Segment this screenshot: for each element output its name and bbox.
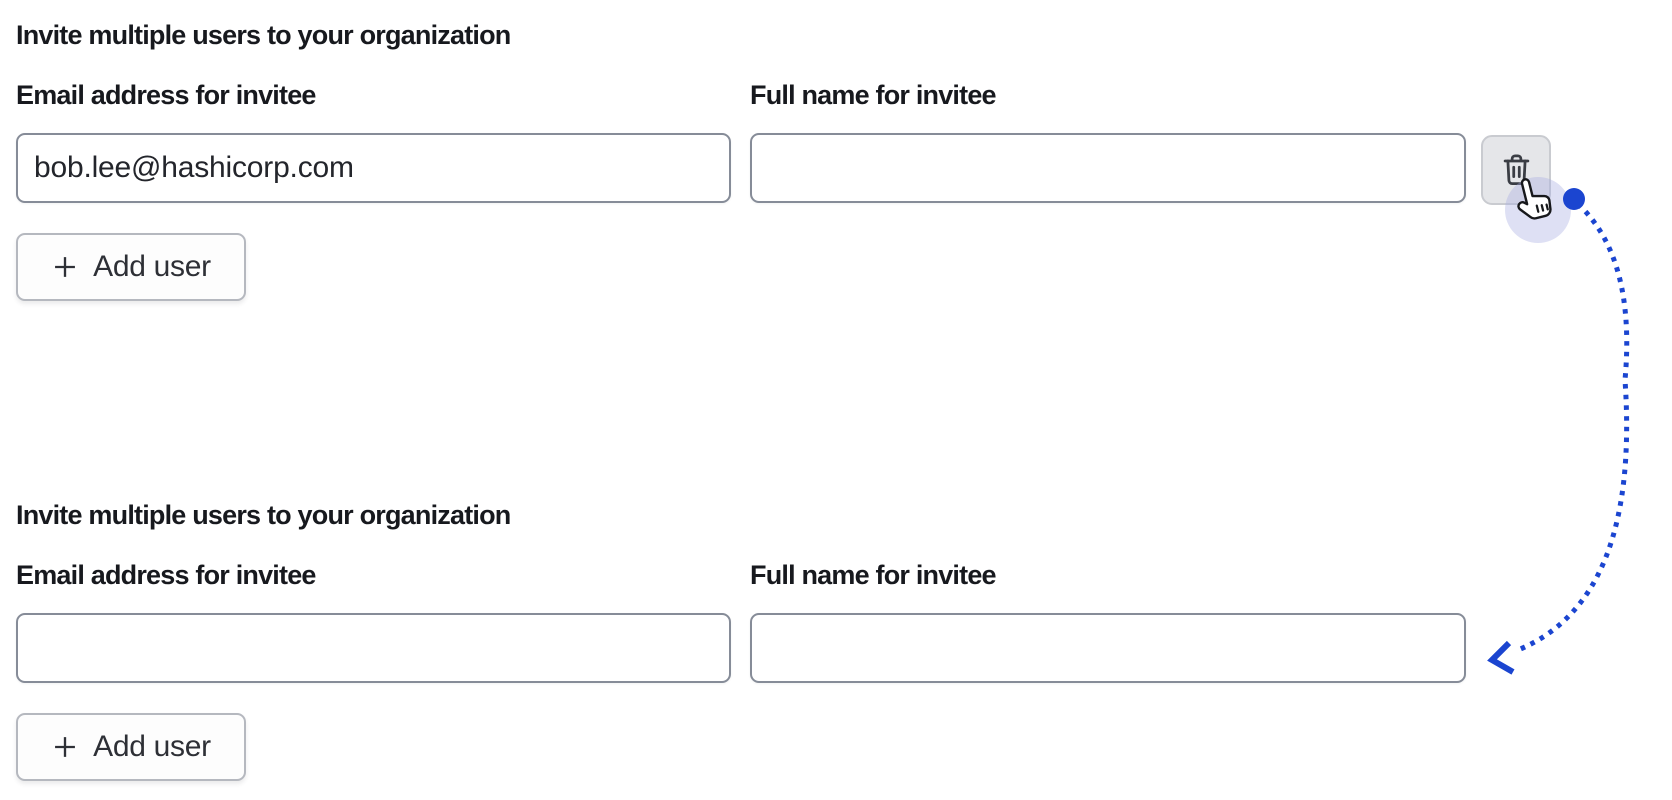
delete-row-button[interactable]	[1481, 135, 1551, 205]
email-input[interactable]	[16, 613, 731, 683]
add-user-button[interactable]: Add user	[16, 713, 246, 781]
email-label: Email address for invitee	[16, 80, 316, 110]
add-user-label: Add user	[93, 730, 211, 763]
full-name-input[interactable]	[750, 133, 1466, 203]
invite-form-after: Invite multiple users to your organizati…	[0, 480, 1672, 800]
plus-icon	[51, 253, 79, 281]
invite-form-before: Invite multiple users to your organizati…	[0, 0, 1672, 320]
full-name-label: Full name for invitee	[750, 80, 997, 110]
email-label: Email address for invitee	[16, 560, 316, 590]
plus-icon	[51, 733, 79, 761]
form-heading: Invite multiple users to your organizati…	[16, 500, 511, 530]
email-input[interactable]	[16, 133, 731, 203]
add-user-label: Add user	[93, 250, 211, 283]
form-heading: Invite multiple users to your organizati…	[16, 20, 511, 50]
trash-icon	[1499, 153, 1534, 188]
full-name-label: Full name for invitee	[750, 560, 997, 590]
full-name-input[interactable]	[750, 613, 1466, 683]
add-user-button[interactable]: Add user	[16, 233, 246, 301]
